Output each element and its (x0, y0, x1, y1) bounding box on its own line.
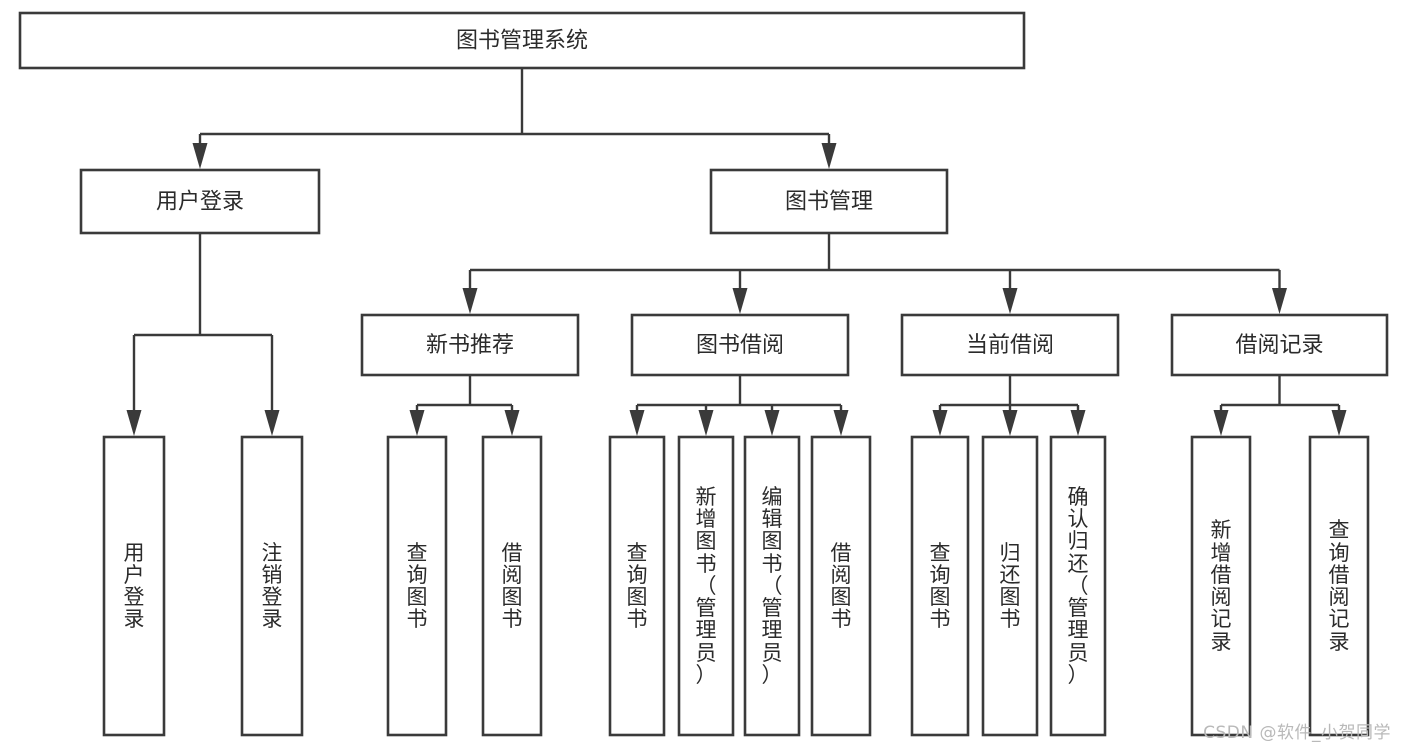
node-box-leaf-query-record[interactable] (1308, 435, 1370, 737)
node-box-current-borrow[interactable] (900, 313, 1120, 377)
node-label-borrow-record: 借阅记录 (1235, 333, 1323, 358)
connector-layer (126, 68, 1347, 436)
node-box-new-book-recommend[interactable] (360, 313, 580, 377)
connector-newbook-to-leaves (409, 375, 520, 436)
node-box-leaf-logout[interactable] (240, 435, 304, 737)
node-box-leaf-return-book[interactable] (981, 435, 1039, 737)
node-box-user-login[interactable] (79, 168, 321, 235)
node-label-root: 图书管理系统 (456, 29, 588, 54)
node-box-borrow-record[interactable] (1170, 313, 1389, 377)
node-label-book-management: 图书管理 (785, 190, 873, 215)
connector-root-to-level2 (192, 68, 837, 169)
node-box-leaf-add-book[interactable] (677, 435, 735, 737)
node-box-leaf-add-record[interactable] (1190, 435, 1252, 737)
node-box-leaf-query-book-rec[interactable] (386, 435, 448, 737)
watermark-text: CSDN @软件_小贺同学 (1203, 723, 1391, 743)
node-box-layer (18, 11, 1389, 737)
node-box-book-borrow[interactable] (630, 313, 850, 377)
node-box-leaf-query-book-cur[interactable] (910, 435, 970, 737)
node-box-leaf-user-login[interactable] (102, 435, 166, 737)
node-box-leaf-borrow-book[interactable] (810, 435, 872, 737)
node-box-leaf-edit-book[interactable] (743, 435, 801, 737)
connector-record-to-leaves (1213, 375, 1347, 436)
connector-bookborrow-to-leaves (629, 375, 849, 436)
connector-userlogin-to-leaves (126, 233, 280, 436)
node-box-leaf-confirm-return[interactable] (1049, 435, 1107, 737)
node-box-root[interactable] (18, 11, 1026, 70)
node-box-leaf-borrow-book-rec[interactable] (481, 435, 543, 737)
node-label-book-borrow: 图书借阅 (696, 333, 784, 358)
node-label-user-login: 用户登录 (156, 190, 244, 215)
node-box-leaf-query-book-borrow[interactable] (608, 435, 666, 737)
node-box-book-management[interactable] (709, 168, 949, 235)
node-label-new-book-recommend: 新书推荐 (426, 333, 514, 358)
connector-bookmgmt-to-level3 (462, 233, 1287, 314)
node-label-current-borrow: 当前借阅 (966, 333, 1054, 358)
connector-curborrow-to-leaves (932, 375, 1086, 436)
